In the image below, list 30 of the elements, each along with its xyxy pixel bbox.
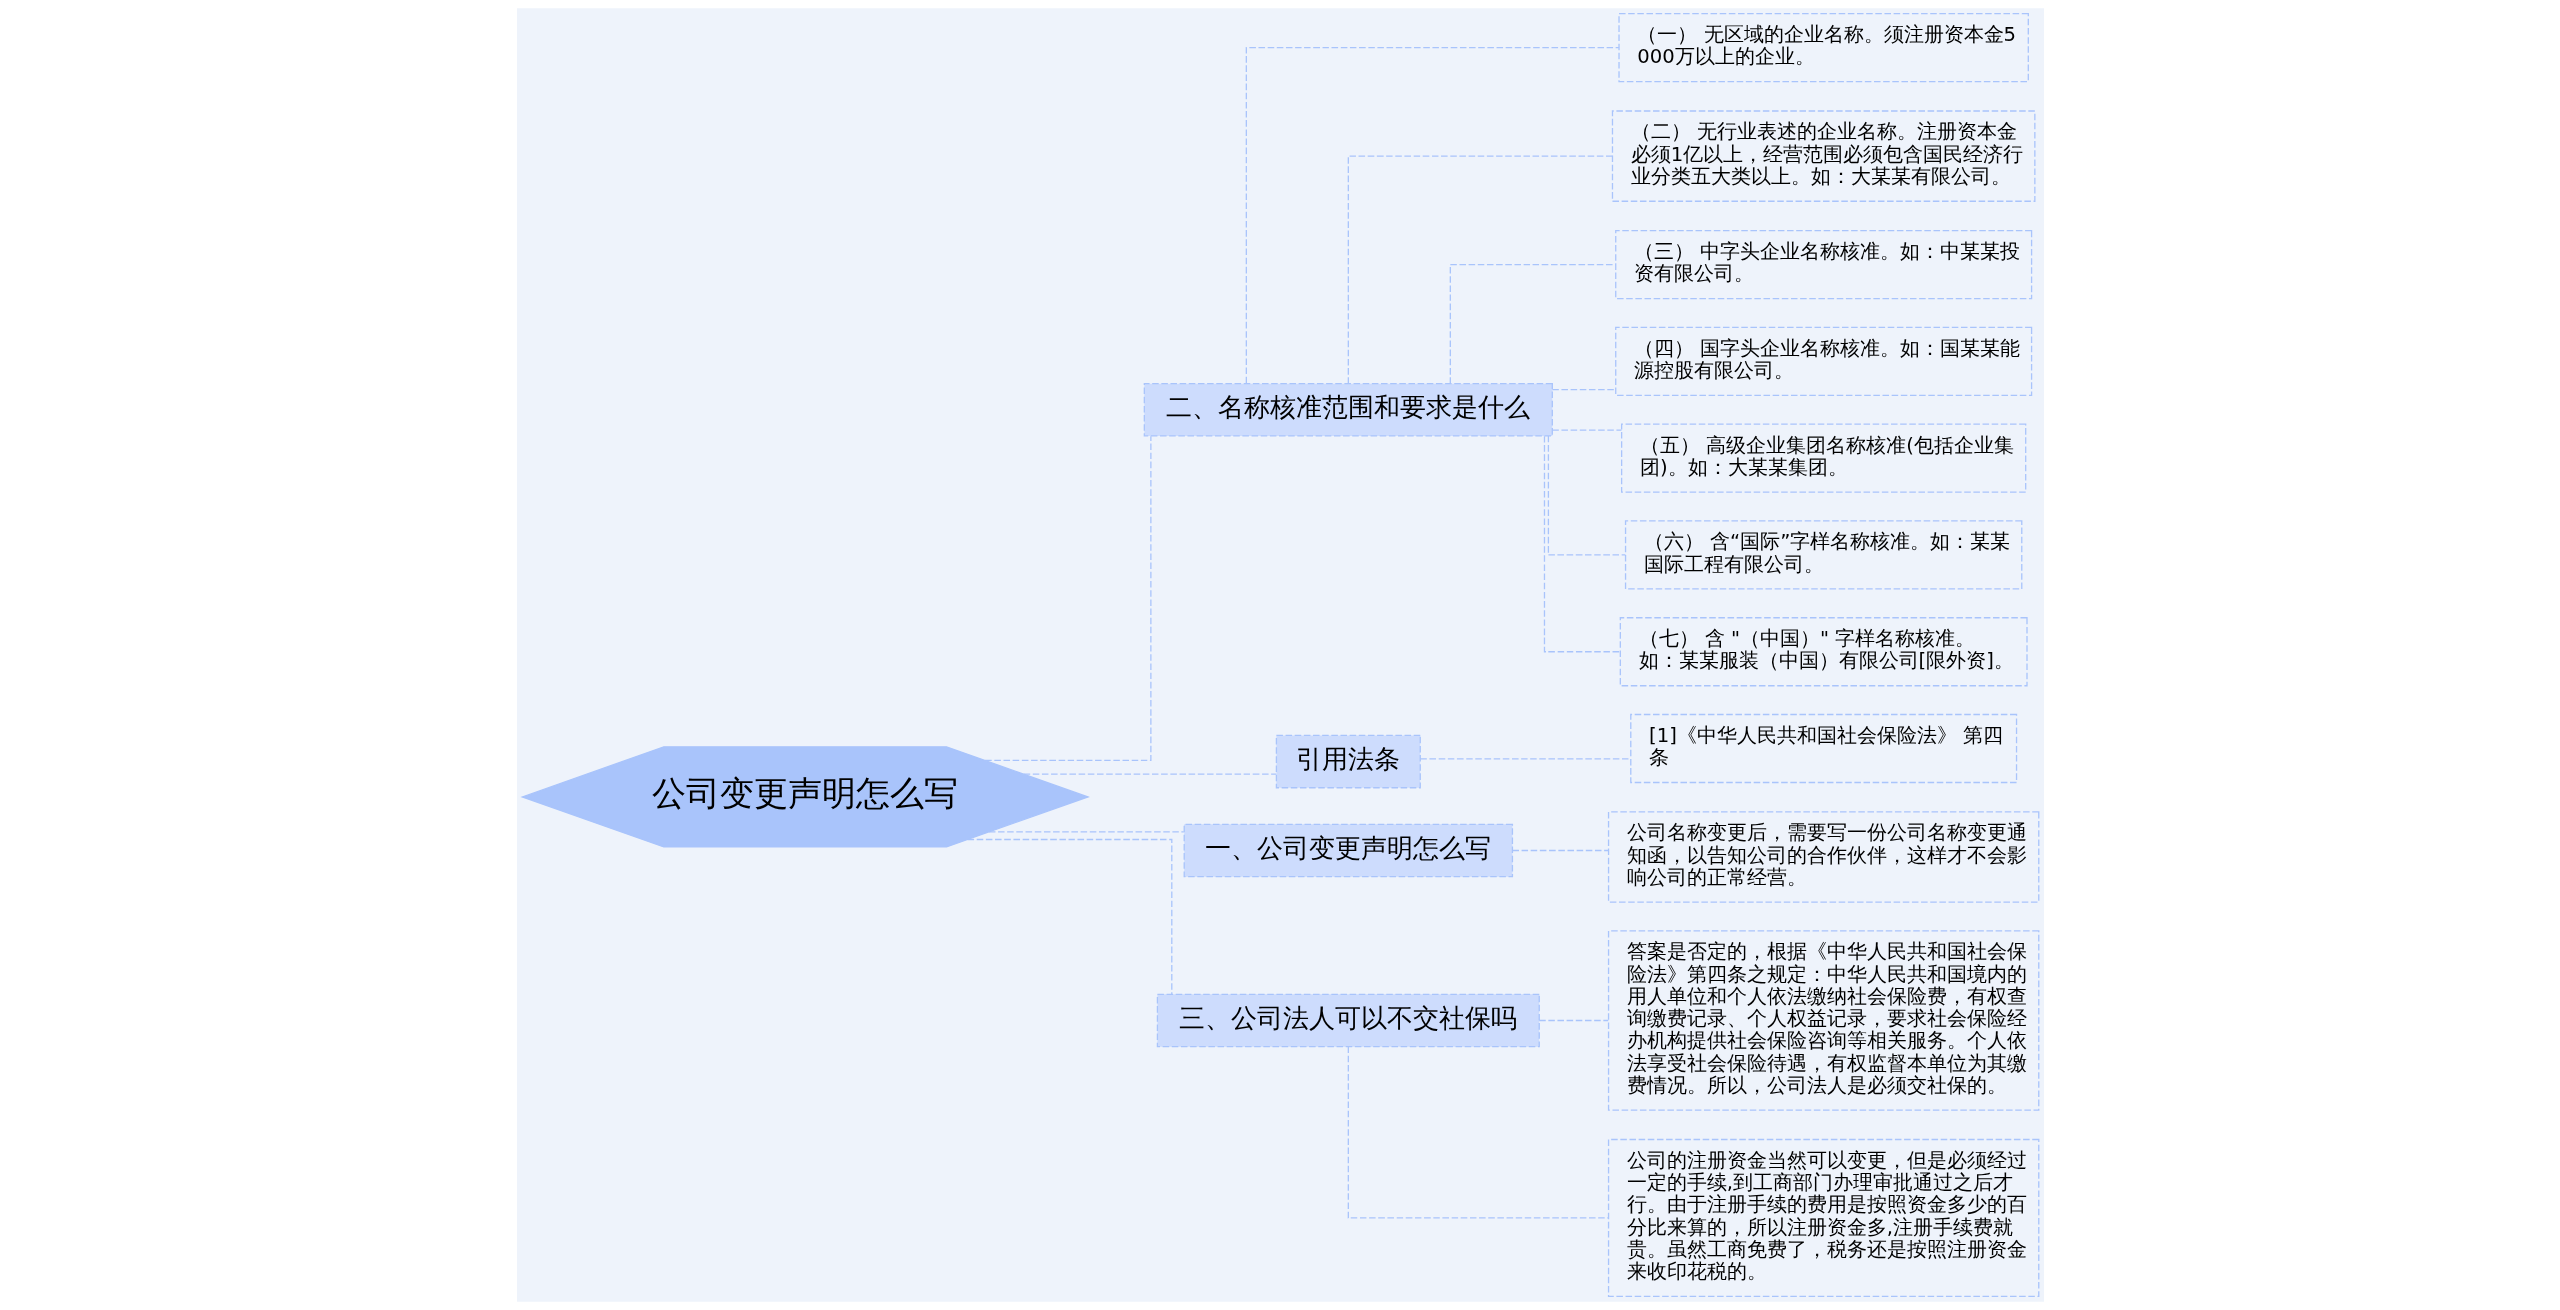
connector <box>1245 46 1620 384</box>
node-box: （七） 含 "（中国）" 字样名称核准。如：某某服装（中国）有限公司[限外资]。 <box>1619 617 2028 687</box>
connector <box>1347 155 1613 385</box>
node-box: 三、公司法人可以不交社保吗 <box>1156 993 1540 1048</box>
node-box: [1]《中华人民共和国社会保险法》 第四条 <box>1629 713 2017 784</box>
connector <box>1551 388 1616 391</box>
node-box: 引用法条 <box>1275 734 1421 789</box>
node-box: （三） 中字头企业名称核准。如：中某某投资有限公司。 <box>1614 230 2032 300</box>
connector <box>1419 758 1631 760</box>
connector <box>1449 264 1616 385</box>
connector <box>1538 1019 1609 1022</box>
connector <box>983 435 1152 762</box>
node-box: 公司名称变更后，需要写一份公司名称变更通知函，以告知公司的合作伙伴，这样才不会影响公司的正常经营。 <box>1607 811 2039 903</box>
node-box: （一） 无区域的企业名称。须注册资本金5000万以上的企业。 <box>1617 12 2029 83</box>
connector <box>1022 773 1277 775</box>
connector <box>1547 435 1626 556</box>
node-box: 一、公司变更声明怎么写 <box>1183 823 1513 878</box>
connector <box>987 831 1184 833</box>
node-box: 答案是否定的，根据《中华人民共和国社会保险法》第四条之规定：中华人民共和国境内的用人单位和个人依法缴纳社会保险费，有权查询缴费记录、个人权益记录，要求社会保险经办机构提供社会保险咨询等相关服务。个人依法享受社会保险待遇，有权监督本单位为其缴费情况。所以，公司法人是必须交社保的。 <box>1607 930 2039 1111</box>
node-box: （六） 含“国际”字样名称核准。如：某某国际工程有限公司。 <box>1624 520 2022 590</box>
node-box: 公司的注册资金当然可以变更，但是必须经过一定的手续,到工商部门办理审批通过之后才行。由于注册手续的费用是按照资金多少的百分比来算的，所以注册资金多,注册手续费就贵。虽然工商免费了，税务还是按照注册资金来收印花税的。 <box>1607 1138 2039 1298</box>
connector <box>966 838 1172 995</box>
node-box: 二、名称核准范围和要求是什么 <box>1143 383 1553 437</box>
node-box: （二） 无行业表述的企业名称。注册资本金必须1亿以上，经营范围必须包含国民经济行业分类五大类以上。如：大某某有限公司。 <box>1611 110 2035 202</box>
connector <box>1543 435 1621 653</box>
connector <box>1551 429 1622 431</box>
connector <box>1511 849 1609 852</box>
node-box: （五） 高级企业集团名称核准(包括企业集团)。如：大某某集团。 <box>1620 423 2026 493</box>
connector <box>1347 1046 1609 1219</box>
node-box: （四） 国字头企业名称核准。如：国某某能源控股有限公司。 <box>1614 326 2032 397</box>
